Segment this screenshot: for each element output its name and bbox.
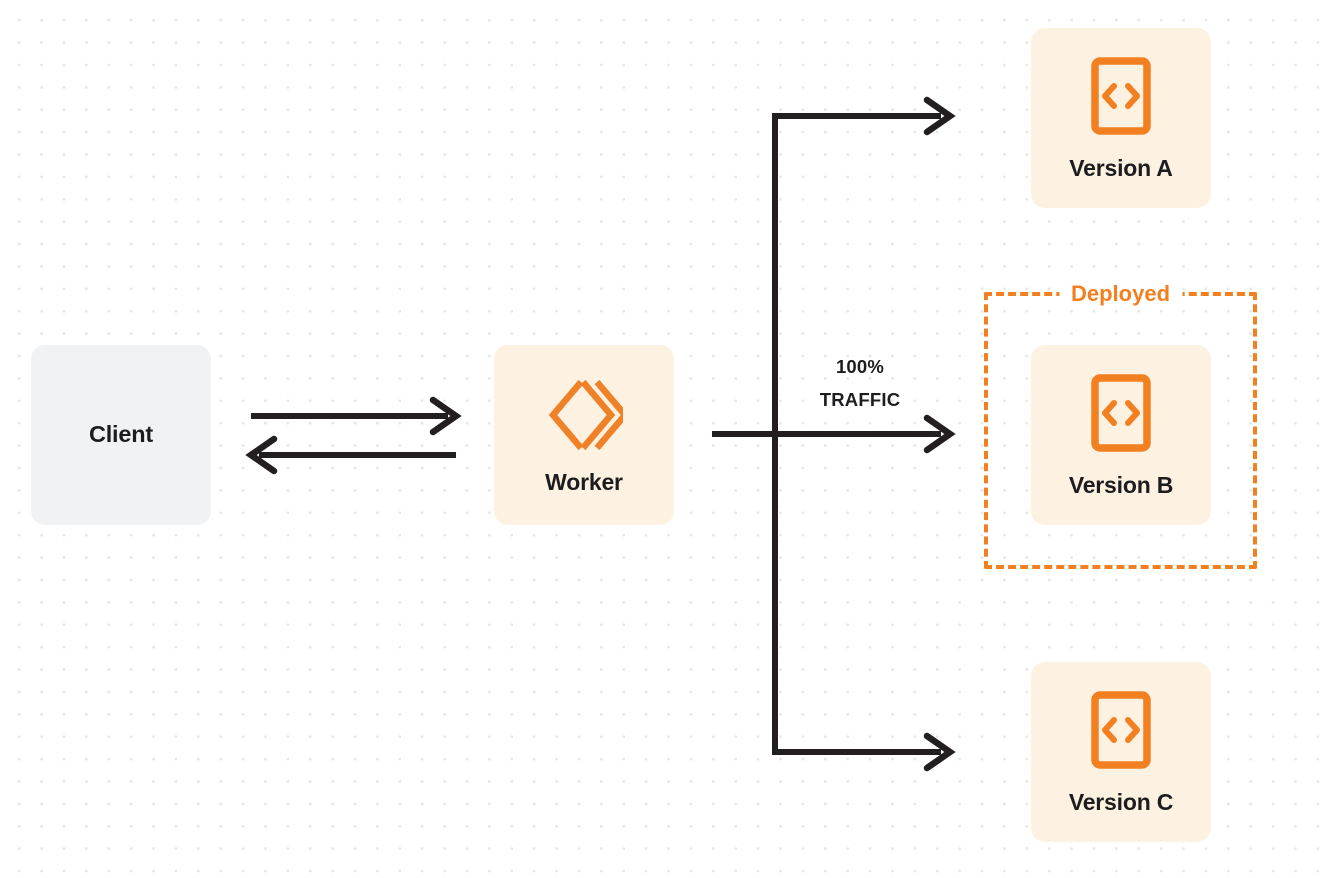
deployed-group-label: Deployed xyxy=(1058,283,1183,305)
deployed-group: Deployed xyxy=(984,283,1257,569)
node-version-c-label: Version C xyxy=(1068,788,1174,815)
node-worker-label: Worker xyxy=(545,468,623,495)
node-version-b-label: Version B xyxy=(1068,471,1174,498)
cloudflare-workers-logo-icon xyxy=(545,377,623,453)
node-version-a[interactable]: Version A xyxy=(1031,28,1211,208)
node-version-a-label: Version A xyxy=(1069,154,1173,181)
code-file-icon xyxy=(1090,373,1152,452)
node-client[interactable]: Client xyxy=(31,345,211,525)
edge-worker-to-version-c xyxy=(772,732,956,772)
edge-client-to-worker xyxy=(251,396,462,436)
traffic-word: TRAFFIC xyxy=(819,389,901,411)
node-worker[interactable]: Worker xyxy=(494,345,674,525)
traffic-label: 100% TRAFFIC xyxy=(786,350,934,417)
node-version-b[interactable]: Version B xyxy=(1031,345,1211,525)
node-client-label: Client xyxy=(88,421,154,448)
code-file-icon xyxy=(1090,56,1152,135)
code-file-icon xyxy=(1090,690,1152,769)
edge-worker-to-client xyxy=(245,435,456,475)
node-version-c[interactable]: Version C xyxy=(1031,662,1211,842)
edge-worker-to-version-a xyxy=(772,96,956,136)
traffic-percent: 100% xyxy=(835,356,885,377)
edge-worker-to-version-b xyxy=(712,414,956,454)
